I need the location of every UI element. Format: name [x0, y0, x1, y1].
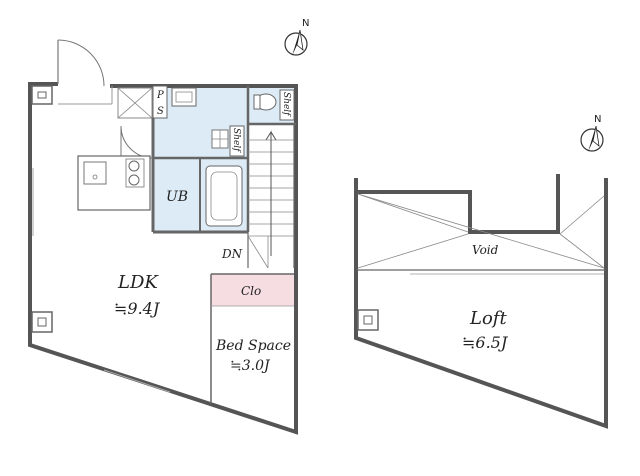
staircase — [247, 124, 295, 269]
loft-name: Loft — [469, 308, 507, 329]
stove-burner-1 — [128, 160, 140, 172]
pipe-space — [152, 85, 168, 119]
north-label-loft: N — [594, 114, 601, 125]
loft-column-inner — [363, 315, 373, 325]
bathtub — [205, 165, 243, 227]
loft-plan: Void Loft ≒6.5J N — [354, 114, 608, 429]
stove-burner-2 — [128, 174, 140, 186]
washroom-door-swing — [120, 125, 154, 159]
window-bottom — [103, 369, 171, 393]
ldk-area: ≒9.4J — [114, 299, 161, 318]
loft-column-bottom-left — [357, 309, 379, 331]
main-floor-plan: P S Shelf Shelf UB — [28, 18, 309, 435]
bath-label: UB — [166, 189, 188, 205]
void-diagonal-1 — [357, 193, 605, 269]
shelf-label-2: Shelf — [231, 128, 241, 153]
entrance-door-swing — [57, 39, 105, 87]
closet-fill — [211, 274, 294, 306]
shelf-label-toilet: Shelf — [281, 92, 291, 117]
ldk-name: LDK — [117, 272, 159, 293]
pipe-space-label-p: P — [156, 90, 164, 101]
shoe-storage-cross-2 — [117, 87, 153, 119]
void-label: Void — [472, 243, 499, 257]
void-diagonal-4 — [357, 193, 469, 233]
stove-frame — [125, 158, 145, 188]
kitchen-sink — [83, 161, 107, 185]
shelf-2-box — [229, 125, 245, 157]
stair-direction-label: DN — [221, 247, 243, 261]
pipe-space-label-s: S — [157, 106, 164, 117]
north-label-main: N — [302, 18, 309, 29]
toilet-shelf — [279, 89, 295, 121]
north-compass-main: N — [284, 18, 309, 56]
wash-basin — [171, 87, 197, 107]
kitchen-sink-drain — [92, 174, 98, 180]
loft-outer-wall — [354, 178, 608, 429]
loft-top-wall — [356, 174, 560, 234]
north-compass-loft: N — [580, 114, 604, 152]
bathtub-inner — [210, 171, 238, 221]
void-diagonal-2 — [357, 233, 469, 269]
bed-space-name: Bed Space — [215, 338, 291, 354]
loft-area: ≒6.5J — [462, 333, 509, 352]
bed-space-area: ≒3.0J — [230, 358, 271, 374]
column-bottom-left-inner — [37, 317, 47, 327]
column-top-left-inner — [37, 91, 47, 99]
column-top-left — [31, 85, 53, 105]
column-bottom-left — [31, 311, 53, 333]
void-diagonal-3 — [559, 195, 605, 235]
closet-label: Clo — [241, 284, 261, 298]
main-outer-wall — [28, 82, 298, 435]
void-diagonal-5 — [559, 233, 605, 269]
toilet-tank — [253, 94, 261, 110]
wash-basin-bowl — [175, 91, 193, 103]
